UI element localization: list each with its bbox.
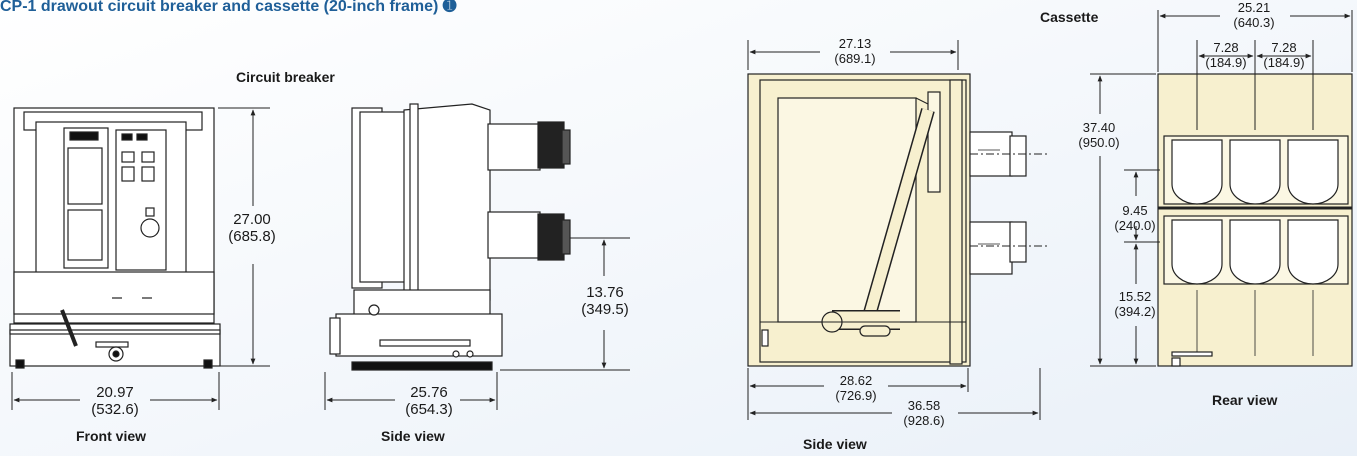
cassette-bottom-inner-in: 28.62	[839, 373, 873, 388]
front-width-in: 20.97	[96, 384, 134, 401]
front-dim-lines	[11, 107, 270, 410]
front-width-dim: 20.97 (532.6)	[82, 384, 148, 418]
side-dim-lines	[324, 237, 630, 410]
rear-lower-in: 15.52	[1118, 289, 1152, 304]
rear-width-in: 25.21	[1237, 0, 1271, 15]
side-lower-height-dim: 13.76 (349.5)	[572, 284, 638, 318]
rear-height-dim: 37.40 (950.0)	[1068, 120, 1130, 150]
page-title: CP-1 drawout circuit breaker and cassett…	[0, 0, 457, 15]
rear-width-dim: 25.21 (640.3)	[1222, 0, 1286, 30]
rear-pitch-1-dim: 7.28 (184.9)	[1198, 40, 1254, 70]
cassette-top-mm: (689.1)	[834, 51, 876, 66]
front-width-mm: (532.6)	[91, 401, 139, 418]
front-view-drawing	[9, 107, 221, 369]
rear-view-label: Rear view	[1212, 392, 1278, 408]
breaker-side-view-label: Side view	[381, 428, 445, 444]
side-lower-height-in: 13.76	[586, 284, 624, 301]
rear-height-in: 37.40	[1082, 120, 1116, 135]
rear-width-mm: (640.3)	[1233, 15, 1275, 30]
rear-phase-spacing-dim: 9.45 (240.0)	[1104, 203, 1166, 233]
rear-pitch-2-in: 7.28	[1271, 40, 1297, 55]
cassette-bottom-inner-dim: 28.62 (726.9)	[826, 373, 886, 403]
side-lower-height-mm: (349.5)	[581, 301, 629, 318]
rear-dim-lines	[1090, 10, 1353, 367]
front-view-label: Front view	[76, 428, 147, 444]
rear-phase-spacing-mm: (240.0)	[1114, 218, 1156, 233]
cassette-top-in: 27.13	[838, 36, 872, 51]
side-depth-in: 25.76	[410, 384, 448, 401]
cassette-bottom-outer-in: 36.58	[907, 398, 941, 413]
rear-phase-spacing-in: 9.45	[1122, 203, 1148, 218]
rear-pitch-2-mm: (184.9)	[1263, 55, 1305, 70]
rear-lower-dim: 15.52 (394.2)	[1104, 289, 1166, 319]
side-depth-mm: (654.3)	[405, 401, 453, 418]
cassette-bottom-outer-dim: 36.58 (928.6)	[894, 398, 954, 428]
cassette-bottom-outer-mm: (928.6)	[903, 413, 945, 428]
front-height-in: 27.00	[233, 211, 271, 228]
cassette-top-dim: 27.13 (689.1)	[823, 36, 887, 66]
rear-pitch-1-in: 7.28	[1213, 40, 1239, 55]
rear-view-drawing	[1157, 73, 1353, 367]
rear-pitch-2-dim: 7.28 (184.9)	[1256, 40, 1312, 70]
cassette-side-view-label: Side view	[803, 436, 867, 452]
rear-lower-mm: (394.2)	[1114, 304, 1156, 319]
front-height-dim: 27.00 (685.8)	[222, 211, 282, 245]
circuit-breaker-label: Circuit breaker	[236, 69, 335, 85]
cassette-bottom-inner-mm: (726.9)	[835, 388, 877, 403]
side-depth-dim: 25.76 (654.3)	[396, 384, 462, 418]
cassette-label: Cassette	[1040, 9, 1099, 25]
breaker-side-view-drawing	[329, 103, 571, 371]
rear-pitch-1-mm: (184.9)	[1205, 55, 1247, 70]
rear-height-mm: (950.0)	[1078, 135, 1120, 150]
front-height-mm: (685.8)	[228, 228, 276, 245]
cassette-dim-lines	[747, 40, 1050, 420]
